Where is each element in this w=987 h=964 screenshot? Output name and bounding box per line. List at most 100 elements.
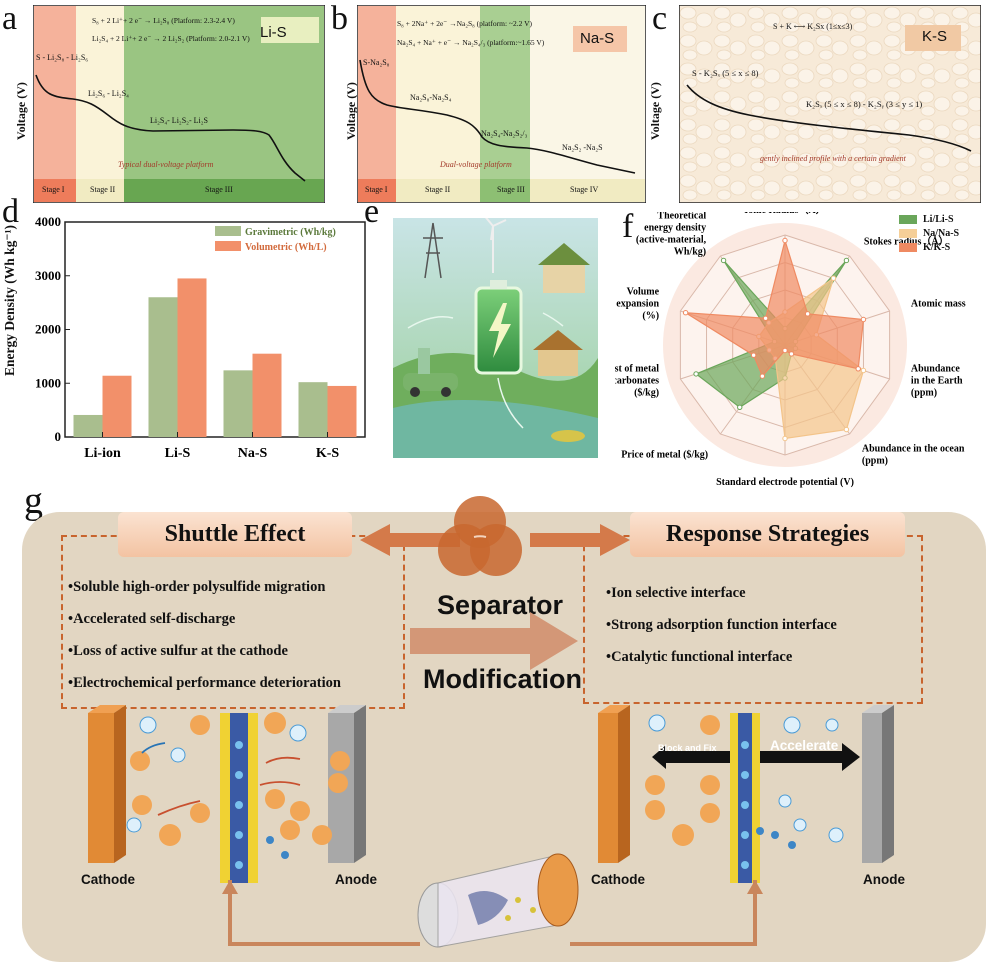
legend-label-d: Gravimetric (Wh/kg) bbox=[245, 227, 336, 238]
shuttle-bullet-3: •Loss of active sulfur at the cathode bbox=[68, 643, 288, 659]
response-bullet-2: •Strong adsorption function interface bbox=[606, 617, 837, 633]
note-a: Typical dual-voltage platform bbox=[118, 160, 214, 169]
radar-point bbox=[782, 347, 788, 354]
system-label-c: K-S bbox=[922, 28, 948, 45]
equation-a-1: S₈ + 2 Li⁺+ 2 e⁻ → Li₂S₈ (Platform: 2.3-… bbox=[92, 16, 235, 25]
response-list: •Ion selective interface •Strong adsorpt… bbox=[606, 577, 837, 673]
species-c-1: S - K₂Sₓ (5 ≤ x ≤ 8) bbox=[692, 68, 759, 78]
radar-axis-label: Ionic Radius（Å） bbox=[744, 212, 825, 216]
stage-b-1: Stage I bbox=[365, 185, 388, 194]
separator-label: Separator bbox=[437, 590, 564, 620]
x-tick-label: Li-S bbox=[165, 446, 191, 461]
radar-point bbox=[759, 373, 766, 379]
legend-f-item-3: K/K-S bbox=[899, 240, 959, 254]
stage-a-2: Stage II bbox=[90, 185, 116, 194]
response-bullet-1: •Ion selective interface bbox=[606, 585, 746, 601]
panel-label-d: d bbox=[2, 193, 19, 230]
radar-point bbox=[843, 426, 850, 433]
shuttle-effect-list: •Soluble high-order polysulfide migratio… bbox=[68, 571, 341, 699]
equations-b: S₈ + 2Na⁺ + 2e⁻ →Na₂S₈ (platform: ~2.2 V… bbox=[397, 14, 544, 52]
equation-b-2: Na₂S₄ + Na⁺ + e⁻ → Na₂S₄/₃ (platform:~1.… bbox=[397, 38, 545, 47]
panel-label-c: c bbox=[652, 0, 668, 37]
radar-point bbox=[782, 435, 788, 442]
stage-b-2: Stage II bbox=[425, 185, 451, 194]
bar-na-s-1 bbox=[223, 370, 253, 437]
legend-f-item-2: Na/Na-S bbox=[899, 226, 959, 240]
radar-point bbox=[860, 316, 867, 323]
radar-axis-label: Standard electrode potential (V) bbox=[716, 477, 854, 488]
radar-axis-label: Price of metal ($/kg) bbox=[621, 449, 708, 460]
cathode-label-right: Cathode bbox=[591, 872, 645, 887]
separator-venn-arrows bbox=[360, 496, 630, 576]
legend-swatch-d bbox=[215, 241, 241, 251]
radar-point bbox=[762, 315, 769, 322]
panel-b-chart bbox=[357, 5, 646, 203]
bar-na-s-2 bbox=[252, 353, 282, 437]
species-a-2: Li₂S₆ - Li₂S₄ bbox=[88, 89, 129, 98]
species-b-4: Na₂S₂ -Na₂S bbox=[562, 143, 603, 152]
cathode-label-left: Cathode bbox=[81, 872, 135, 887]
shuttle-cell-diagram bbox=[88, 705, 366, 883]
shuttle-bullet-2: •Accelerated self-discharge bbox=[68, 611, 236, 627]
equation-c-1: S + K ⟷ K₂Sx (1≤x≤3) bbox=[773, 22, 853, 31]
x-tick-label: K-S bbox=[316, 446, 340, 461]
y-tick-label: 0 bbox=[55, 429, 62, 444]
legend-f-label-3: K/K-S bbox=[923, 241, 951, 253]
panel-label-e: e bbox=[364, 193, 380, 230]
species-a-1: S - Li₂S₈ - Li₂S₆ bbox=[36, 53, 89, 62]
x-tick-label: Na-S bbox=[238, 446, 268, 461]
anode-label-right: Anode bbox=[863, 872, 905, 887]
y-tick-label: 1000 bbox=[35, 375, 61, 390]
stage-a-3: Stage III bbox=[205, 185, 233, 194]
ylabel-a: Voltage (V) bbox=[14, 82, 28, 140]
panel-label-g: g bbox=[24, 480, 43, 522]
legend-f-item-1: Li/Li-S bbox=[899, 212, 959, 226]
radar-point bbox=[855, 366, 861, 372]
anode-label-left: Anode bbox=[335, 872, 377, 887]
ylabel-d: Energy Density (Wh kg⁻¹) bbox=[2, 224, 17, 376]
radar-point bbox=[804, 311, 811, 317]
modified-cell-diagram bbox=[598, 705, 894, 883]
radar-point bbox=[750, 352, 757, 358]
y-tick-label: 4000 bbox=[35, 214, 61, 229]
system-label-b: Na-S bbox=[580, 30, 615, 47]
bar-li-ion-2 bbox=[102, 375, 132, 437]
panel-label-f: f bbox=[622, 208, 634, 245]
radar-point bbox=[737, 404, 743, 410]
radar-point bbox=[860, 367, 867, 374]
green-energy-illustration bbox=[393, 218, 598, 458]
coin-cell-cylinder bbox=[417, 853, 579, 948]
big-arrow bbox=[410, 612, 578, 670]
shuttle-bullet-4: •Electrochemical performance deteriorati… bbox=[68, 675, 341, 691]
radar-axis-label: Stokes radius（Å） bbox=[864, 235, 949, 248]
loop-connector-arrows bbox=[222, 880, 763, 946]
bar-li-s-1 bbox=[148, 297, 178, 437]
panel-label-b: b bbox=[331, 0, 348, 37]
radar-chart-f: Ionic Radius（Å）Stokes radius（Å）Atomic ma… bbox=[615, 212, 966, 488]
accelerate-label: Accelerate bbox=[770, 738, 839, 753]
y-tick-label: 2000 bbox=[35, 322, 61, 337]
bar-k-s-1 bbox=[298, 382, 328, 437]
response-bullet-3: •Catalytic functional interface bbox=[606, 649, 793, 665]
legend-f: Li/Li-S Na/Na-S K/K-S bbox=[899, 212, 959, 254]
radar-point bbox=[788, 351, 795, 357]
species-b-3: Na₂S₄-Na₂S₂/₃ bbox=[481, 129, 528, 138]
legend-f-label-2: Na/Na-S bbox=[923, 227, 960, 239]
response-strategies-title: Response Strategies bbox=[630, 512, 905, 557]
legend-swatch-d bbox=[215, 226, 241, 236]
y-tick-label: 3000 bbox=[35, 268, 61, 283]
equation-a-2: Li₂S₄ + 2 Li⁺+ 2 e⁻ → 2 Li₂S₂ (Platform:… bbox=[92, 34, 250, 43]
radar-axis-label: Abundance in the ocean(ppm) bbox=[862, 443, 965, 466]
panel-c-chart bbox=[679, 5, 981, 203]
stage-b-3: Stage III bbox=[497, 185, 525, 194]
equation-b-1: S₈ + 2Na⁺ + 2e⁻ →Na₂S₈ (platform: ~2.2 V… bbox=[397, 19, 532, 28]
panel-label-a: a bbox=[2, 0, 18, 37]
ylabel-c: Voltage (V) bbox=[648, 82, 662, 140]
radar-point bbox=[830, 275, 837, 281]
species-a-3: Li₂S₄- Li₂S₂- Li₂S bbox=[150, 116, 208, 125]
bar-li-ion-1 bbox=[73, 414, 103, 437]
